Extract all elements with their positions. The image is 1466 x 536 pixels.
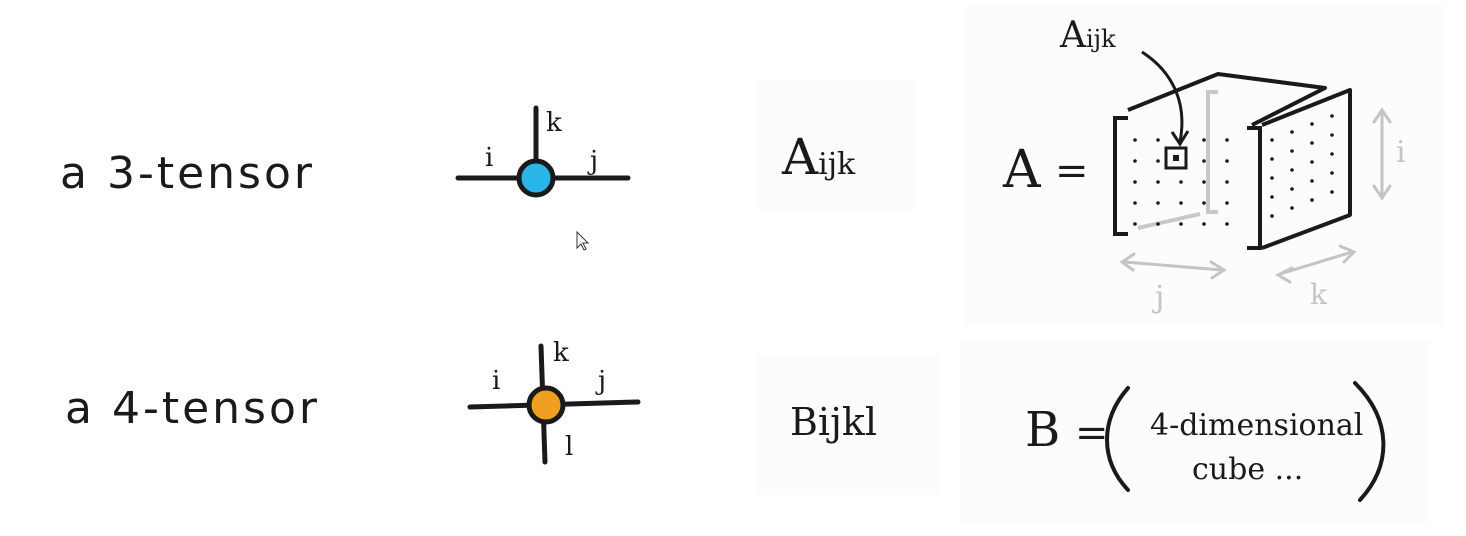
front-left-bracket bbox=[1113, 116, 1128, 236]
front-face-dot bbox=[1156, 138, 1160, 142]
side-face-dot bbox=[1270, 138, 1274, 142]
row-label-4-tensor: a 4-tensor bbox=[65, 383, 320, 434]
front-face-dot bbox=[1133, 201, 1137, 205]
edge-label-k-4: k bbox=[553, 338, 569, 368]
front-face-dot bbox=[1202, 138, 1206, 142]
front-face-dot bbox=[1156, 180, 1160, 184]
side-face-dot bbox=[1310, 122, 1314, 126]
side-face-dot bbox=[1290, 130, 1294, 134]
edge-label-k: k bbox=[546, 108, 562, 138]
front-face-dot bbox=[1156, 222, 1160, 226]
cube-panel bbox=[965, 5, 1445, 325]
tensor-node-orange bbox=[526, 385, 566, 425]
side-face-dot bbox=[1310, 141, 1314, 145]
side-face-dot bbox=[1270, 214, 1274, 218]
element-label: Aijk bbox=[1060, 15, 1116, 56]
side-face-dots bbox=[1270, 114, 1334, 218]
notation-bijkl: Bijkl bbox=[790, 400, 878, 444]
front-face-dot bbox=[1133, 222, 1137, 226]
front-face-dot bbox=[1179, 180, 1183, 184]
side-face-dot bbox=[1330, 114, 1334, 118]
dim-label-j: j bbox=[1155, 280, 1165, 315]
dim-label-i: i bbox=[1396, 135, 1406, 170]
front-face-dot bbox=[1225, 201, 1229, 205]
front-face-dot bbox=[1202, 180, 1206, 184]
front-face-dot bbox=[1133, 138, 1137, 142]
dim-arrow-depth bbox=[1278, 250, 1354, 276]
cube-panel-4 bbox=[960, 340, 1430, 525]
side-face-dot bbox=[1310, 179, 1314, 183]
notation-indices: ijk bbox=[818, 147, 856, 182]
cube-text-line1: 4-dimensional bbox=[1150, 408, 1364, 443]
edge-label-i: i bbox=[485, 143, 494, 173]
edge-label-i-4: i bbox=[492, 366, 501, 396]
element-pointer-arrowhead bbox=[1170, 130, 1190, 147]
front-face-dot bbox=[1202, 222, 1206, 226]
side-face-outline bbox=[1261, 88, 1352, 250]
front-face-dot bbox=[1156, 159, 1160, 163]
notation-panel-4 bbox=[755, 355, 940, 495]
side-face-dot bbox=[1290, 149, 1294, 153]
side-face-dot bbox=[1270, 195, 1274, 199]
front-face-dot bbox=[1225, 138, 1229, 142]
equation-equals-b: = bbox=[1075, 410, 1109, 456]
tensor-node-blue bbox=[516, 158, 556, 198]
front-face-dot bbox=[1225, 222, 1229, 226]
equation-lhs-b: B bbox=[1025, 402, 1061, 458]
front-face-dot bbox=[1202, 201, 1206, 205]
side-face-dot bbox=[1270, 176, 1274, 180]
front-face-dot bbox=[1133, 180, 1137, 184]
edge-label-l-4: l bbox=[565, 432, 574, 462]
notation-aijk: Aijk bbox=[782, 128, 855, 186]
side-face-dot bbox=[1330, 190, 1334, 194]
front-face-dot bbox=[1179, 222, 1183, 226]
side-face-dot bbox=[1290, 206, 1294, 210]
front-face-dot bbox=[1225, 180, 1229, 184]
dim-arrow-bottom bbox=[1122, 260, 1224, 272]
side-face-dot bbox=[1270, 157, 1274, 161]
dim-label-k: k bbox=[1310, 278, 1327, 311]
element-label-indices: ijk bbox=[1086, 25, 1116, 53]
front-face-dot bbox=[1225, 159, 1229, 163]
side-face-dot bbox=[1310, 160, 1314, 164]
equation-equals-a: = bbox=[1055, 148, 1089, 194]
back-face-bracket bbox=[1206, 90, 1218, 214]
element-label-base: A bbox=[1060, 15, 1086, 56]
front-right-bracket bbox=[1247, 126, 1262, 250]
element-box bbox=[1164, 146, 1188, 170]
front-face-dot bbox=[1133, 159, 1137, 163]
back-bottom-edge bbox=[1137, 212, 1201, 230]
front-face-dot bbox=[1202, 159, 1206, 163]
side-face-dot bbox=[1330, 133, 1334, 137]
cursor-arrow-icon bbox=[576, 230, 590, 251]
right-parenthesis bbox=[1353, 381, 1386, 502]
front-face-dot bbox=[1156, 201, 1160, 205]
side-face-dot bbox=[1330, 152, 1334, 156]
equation-lhs-a: A bbox=[1003, 140, 1041, 200]
left-parenthesis bbox=[1105, 386, 1130, 492]
side-face-dot bbox=[1290, 187, 1294, 191]
notation-panel-3 bbox=[755, 80, 915, 210]
cube-top-edge bbox=[1127, 72, 1327, 127]
element-dot bbox=[1173, 155, 1179, 161]
cube-text-line2: cube ... bbox=[1192, 452, 1304, 487]
side-face-dot bbox=[1310, 198, 1314, 202]
side-face-dot bbox=[1330, 171, 1334, 175]
row-label-3-tensor: a 3-tensor bbox=[60, 148, 315, 199]
front-face-dot bbox=[1179, 201, 1183, 205]
dimension-arrows bbox=[1119, 107, 1392, 284]
element-pointer-arrow bbox=[1141, 50, 1184, 143]
edge-label-j-4: j bbox=[598, 366, 607, 396]
notation-base: A bbox=[782, 128, 819, 186]
side-face-dot bbox=[1290, 168, 1294, 172]
edge-label-j: j bbox=[590, 146, 599, 176]
